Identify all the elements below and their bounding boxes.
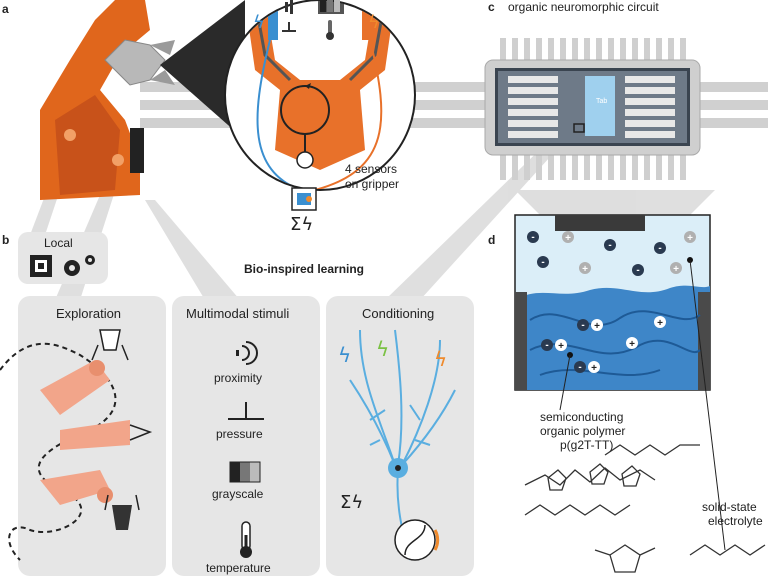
svg-text:-: - (581, 320, 584, 331)
svg-text:-: - (545, 340, 548, 351)
panel-letter-b: b (2, 233, 10, 247)
sum-symbol: Σϟ (290, 214, 314, 235)
svg-text:ϟ: ϟ (338, 343, 351, 367)
svg-text:+: + (558, 341, 564, 352)
pressure-icon (228, 402, 264, 420)
gear-icon (64, 255, 95, 276)
exploration-path (0, 329, 153, 561)
chip-label: Tab (596, 98, 608, 105)
stimulus-temperature: temperature (206, 561, 271, 575)
svg-text:-: - (636, 265, 639, 276)
ions: - + - + - + - - + + - + - + + - + (527, 231, 696, 374)
svg-text:+: + (582, 264, 588, 275)
chip-icon (30, 255, 52, 277)
electrolyte-line2: electrolyte (708, 514, 763, 528)
svg-text:+: + (657, 318, 663, 329)
circuit-title: organic neuromorphic circuit (508, 0, 659, 14)
bio-title: Bio-inspired learning (244, 262, 365, 276)
polymer-line1: semiconducting (540, 410, 624, 424)
gripper-magnified: ϟ ϟ (224, 0, 416, 191)
gripper-chip (291, 187, 317, 211)
exploration-title: Exploration (56, 306, 122, 321)
stimulus-proximity: proximity (214, 371, 263, 385)
svg-text:+: + (591, 363, 597, 374)
svg-text:+: + (565, 233, 571, 244)
sensors-label-line1: 4 sensors (345, 162, 398, 176)
electrolyte-line1: solid-state (702, 500, 757, 514)
neuron-nucleus (395, 465, 401, 471)
sensors-label-line2: on gripper (345, 177, 400, 191)
robot-arm (40, 0, 245, 200)
polymer-line2: organic polymer (540, 424, 626, 438)
circuit-board (484, 38, 701, 180)
svg-text:ϟ: ϟ (434, 347, 447, 371)
svg-text:+: + (673, 264, 679, 275)
activation-circle (394, 519, 440, 561)
grayscale-icon (229, 461, 261, 483)
polymer-line3: p(g2T-TT) (560, 438, 614, 452)
svg-text:-: - (541, 257, 544, 268)
panel-letter-a: a (2, 2, 9, 16)
panel-letter-d: d (488, 233, 496, 247)
svg-text:-: - (531, 232, 534, 243)
multimodal-title: Multimodal stimuli (186, 306, 290, 321)
svg-text:ϟ: ϟ (253, 12, 265, 33)
stimulus-pressure: pressure (216, 427, 263, 441)
local-label: Local (44, 236, 73, 250)
svg-text:+: + (687, 233, 693, 244)
bolt-icons: ϟ ϟ ϟ (338, 337, 447, 371)
panel-letter-c: c (488, 0, 495, 14)
svg-text:+: + (594, 321, 600, 332)
electrolyte-structure (594, 544, 766, 573)
multimodal-box (172, 296, 320, 576)
polymer-structure (524, 444, 700, 516)
svg-text:ϟ: ϟ (376, 337, 389, 361)
svg-text:-: - (578, 362, 581, 373)
conditioning-title: Conditioning (362, 306, 435, 321)
svg-text:-: - (608, 240, 611, 251)
proximity-icon (236, 341, 258, 365)
thermometer-icon (240, 521, 252, 558)
svg-text:-: - (658, 243, 661, 254)
device-cross-section: - + - + - + - - + + - + - + + - + (514, 214, 726, 551)
svg-text:+: + (629, 339, 635, 350)
conditioning-sum-symbol: Σϟ (340, 492, 364, 513)
stimulus-grayscale: grayscale (212, 487, 264, 501)
neuron (349, 329, 456, 561)
svg-text:ϟ: ϟ (368, 12, 380, 33)
